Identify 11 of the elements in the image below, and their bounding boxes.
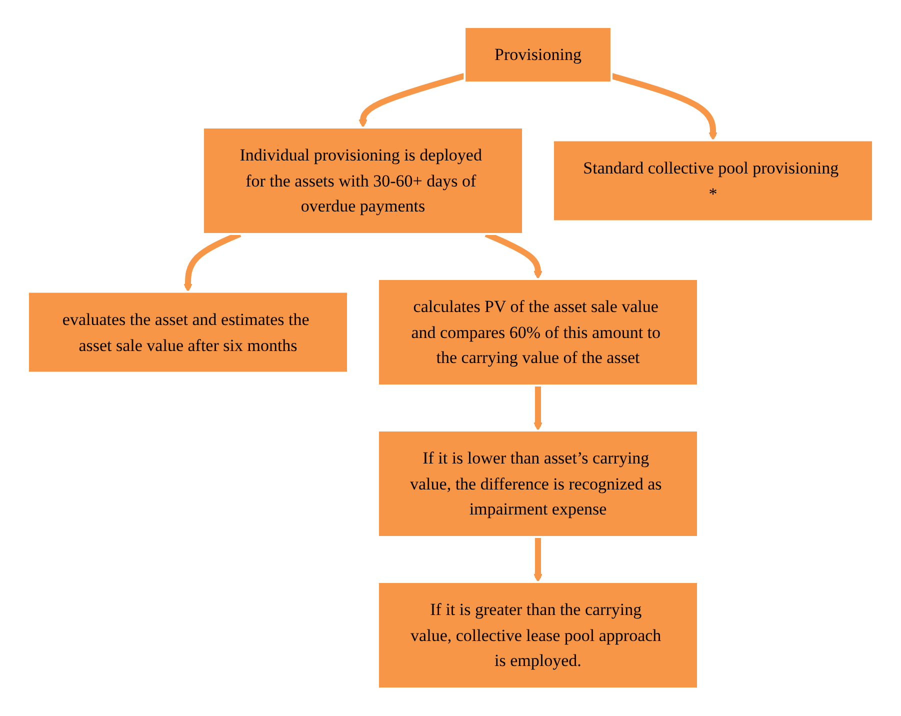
node-box: Individual provisioning is deployed for the assets with 30-60+ days of overdue payments bbox=[202, 126, 524, 236]
node-box: Standard collective pool provisioning * bbox=[552, 140, 874, 222]
node-box: If it is greater than the carrying value, collective lease pool approach is employed. bbox=[377, 581, 699, 690]
node-box: If it is lower than asset’s carrying value, the difference is recognized as impairment expense bbox=[377, 430, 699, 538]
node-box: Provisioning bbox=[464, 26, 612, 84]
node-box: calculates PV of the asset sale value and compares 60% of this amount to the carrying value of the asset bbox=[377, 278, 699, 387]
node-box: evaluates the asset and estimates the asset sale value after six months bbox=[27, 291, 349, 374]
arrow bbox=[534, 386, 542, 432]
arrow bbox=[358, 73, 466, 128]
arrow bbox=[610, 73, 718, 141]
arrow bbox=[534, 537, 542, 583]
